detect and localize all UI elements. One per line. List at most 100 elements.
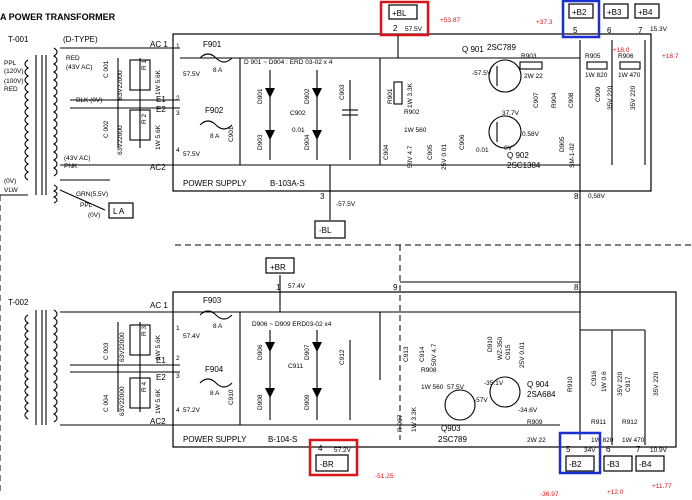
pin2-top: 2 bbox=[176, 95, 180, 102]
r3-label: R 3 bbox=[141, 326, 148, 337]
c902-value: 0.01 bbox=[292, 127, 305, 134]
b2-minus-highlight bbox=[558, 431, 602, 475]
q901-type: 2SC789 bbox=[487, 43, 516, 52]
b3-plus-label: +B3 bbox=[607, 8, 622, 17]
ac1-top-label: AC 1 bbox=[150, 40, 168, 49]
pin9-bottom: 9 bbox=[393, 283, 398, 292]
f904-symbol bbox=[199, 378, 233, 388]
r905-label: R905 bbox=[585, 53, 601, 60]
c004-label: C 004 bbox=[103, 394, 110, 412]
r906-label: R906 bbox=[618, 53, 634, 60]
d904-label: D904 bbox=[304, 134, 311, 150]
br-minus-voltage: 57.2V bbox=[334, 447, 352, 454]
diodes-bottom-label: D906 ~ D909 ERD03-02 x4 bbox=[252, 321, 332, 328]
red-secondary-label: RED bbox=[66, 55, 80, 62]
f901-rating: 8 A bbox=[213, 67, 223, 74]
ppl2-label: PPL bbox=[80, 202, 93, 209]
r902-label: R902 bbox=[404, 109, 420, 116]
b2-plus-annotation: +37.3 bbox=[536, 19, 553, 26]
r901-label: R901 bbox=[387, 88, 394, 104]
transformer-t002-symbol bbox=[24, 309, 180, 426]
pin8-voltage: 0,58V bbox=[588, 193, 606, 200]
top-input-wiring bbox=[59, 47, 180, 211]
c902-label: C902 bbox=[290, 110, 306, 117]
r912-value: 1W 470 bbox=[622, 437, 645, 444]
r901-symbol bbox=[393, 81, 403, 105]
b2-minus-terminal bbox=[565, 455, 595, 472]
bl-plus-annotation: +53.87 bbox=[440, 17, 460, 24]
ac43b-label: (43V AC) bbox=[64, 155, 90, 162]
f902-rating: 8 A bbox=[210, 133, 220, 140]
q901-transistor bbox=[488, 59, 522, 93]
r2-value: 1W 5.6K bbox=[155, 124, 162, 150]
c916-label: C916 bbox=[591, 370, 598, 386]
grn-label: GRN(5.5V) bbox=[76, 191, 108, 198]
q901-base-voltage: -57.5V bbox=[472, 70, 492, 77]
c004-value: 63V22000 bbox=[119, 386, 126, 416]
red-label: RED bbox=[4, 86, 18, 93]
c917-value-a: 35V 220 bbox=[617, 371, 624, 396]
zero-v2-label: (0V) bbox=[88, 212, 100, 219]
e2-bottom-label: E2 bbox=[156, 373, 166, 382]
c912-label: C912 bbox=[339, 349, 346, 365]
f903-label: F903 bbox=[203, 296, 222, 305]
c915-label: C915 bbox=[505, 344, 512, 360]
b3-plus-terminal bbox=[603, 3, 629, 19]
v351-bottom: -35.1V bbox=[484, 380, 504, 387]
c905-label: C905 bbox=[427, 144, 434, 160]
c003-label: C 003 bbox=[103, 342, 110, 360]
r903-symbol bbox=[519, 61, 543, 70]
v346-bottom: -34.6V bbox=[518, 407, 538, 414]
pin3-bl: 3 bbox=[320, 192, 325, 201]
b4-minus-annotation: +11.77 bbox=[652, 483, 672, 490]
r903-label: R903 bbox=[521, 53, 537, 60]
q904-type: 2SA684 bbox=[527, 390, 556, 399]
d910-type: WZ-350 bbox=[497, 337, 504, 361]
v574-bottom-a: 57.4V bbox=[183, 333, 201, 340]
transformer-t001-label: T-001 bbox=[8, 35, 29, 44]
r907-label: R 907 bbox=[397, 414, 404, 432]
ppl-voltage: (120V) bbox=[4, 68, 24, 75]
r903-value: 2W 22 bbox=[524, 73, 543, 80]
c002-label: C 002 bbox=[103, 120, 110, 138]
ps-bottom-label: POWER SUPPLY bbox=[183, 435, 247, 444]
ps-bottom-part: B-104-S bbox=[268, 435, 297, 444]
r908-label: R908 bbox=[421, 367, 437, 374]
c913-label: C913 bbox=[403, 346, 410, 362]
v575-top-a: 57.5V bbox=[183, 71, 201, 78]
b2-minus-voltage: 34V bbox=[584, 447, 596, 454]
c905-value: 25V 0.01 bbox=[441, 144, 448, 170]
b2-plus-highlight bbox=[561, 0, 601, 39]
br-minus-label: -BR bbox=[320, 460, 334, 469]
b4-plus-annotation: +18.7 bbox=[662, 53, 679, 60]
b3-minus-terminal bbox=[603, 455, 633, 472]
b4-minus-label: -B4 bbox=[639, 460, 652, 469]
c910-label: C910 bbox=[228, 389, 235, 405]
zero-v-label: (0V) bbox=[4, 178, 16, 185]
diagram-title: A POWER TRANSFORMER bbox=[0, 12, 116, 22]
ac2-top-label: AC2 bbox=[150, 163, 166, 172]
r906-value: 1W 470 bbox=[618, 72, 641, 79]
b2-minus-pin: 5 bbox=[566, 445, 571, 454]
d909-label: D909 bbox=[304, 394, 311, 410]
transformer-t001-symbol bbox=[0, 47, 58, 495]
b3-minus-label: -B3 bbox=[607, 460, 620, 469]
pin8-bottom: 8 bbox=[574, 283, 579, 292]
ppl-label: PPL bbox=[4, 60, 17, 67]
r909-value: 2W 22 bbox=[527, 437, 546, 444]
pin4-top: 4 bbox=[176, 147, 180, 154]
c901-label: C901 bbox=[228, 126, 235, 142]
c916-value: 1W 0.6 bbox=[601, 371, 608, 392]
la-label: L A bbox=[113, 207, 125, 216]
q902-type: 2SC1384 bbox=[507, 161, 541, 170]
r905-symbol bbox=[586, 61, 608, 70]
power-supply-b104-board bbox=[172, 291, 677, 448]
r907-value: 1W 3.3K bbox=[411, 406, 418, 432]
r3-value: 1W 5.6K bbox=[155, 334, 162, 360]
b3-minus-pin: 6 bbox=[606, 445, 611, 454]
bottom-bridge-diodes bbox=[265, 330, 351, 420]
bl-minus-terminal bbox=[314, 220, 346, 239]
r912-label: R912 bbox=[622, 419, 638, 426]
vlw-label: VLW bbox=[4, 187, 18, 194]
